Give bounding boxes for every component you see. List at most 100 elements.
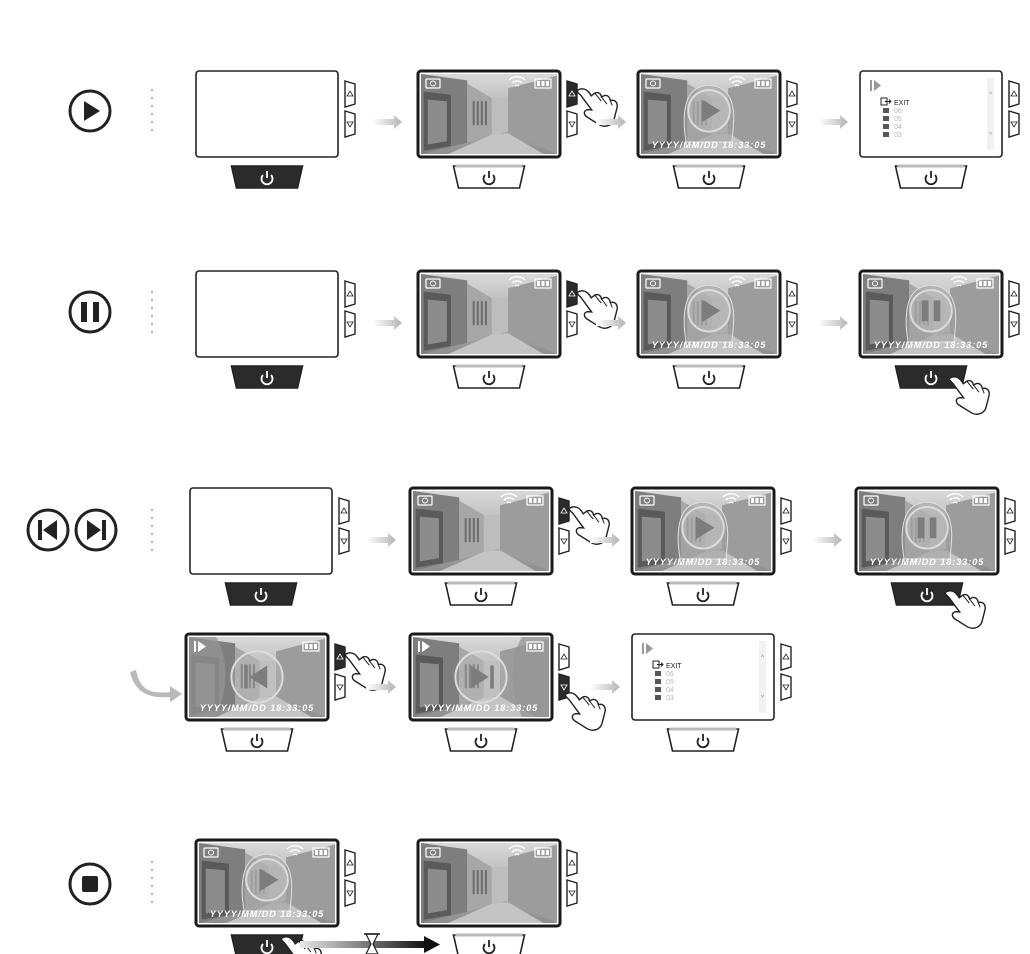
folder-icon[interactable]: [883, 132, 889, 137]
button-body[interactable]: [559, 498, 569, 524]
hand-outline: [565, 687, 608, 734]
down-button: [787, 311, 797, 337]
folder-label: 04: [666, 687, 674, 694]
power-button: [896, 166, 967, 188]
dot: [151, 323, 153, 325]
pointing-hand-icon: [565, 687, 608, 734]
button-body[interactable]: [1005, 528, 1015, 554]
power-button: [232, 166, 303, 188]
button-body[interactable]: [567, 850, 577, 876]
button-body[interactable]: [781, 674, 791, 700]
device-photo: [418, 271, 560, 357]
shop-window: [206, 869, 225, 914]
next-bar: [490, 665, 494, 688]
button-body[interactable]: [567, 311, 577, 337]
folder-icon[interactable]: [655, 679, 661, 684]
button-body[interactable]: [787, 311, 797, 337]
folder-icon[interactable]: [883, 116, 889, 121]
button-body[interactable]: [787, 111, 797, 137]
scrollbar-track[interactable]: [987, 78, 994, 150]
power-button: [232, 366, 303, 388]
battery-cell: [320, 850, 323, 855]
battery-cell: [542, 850, 545, 855]
button-body[interactable]: [1009, 111, 1019, 137]
flow-arrow: [818, 115, 848, 129]
button-body[interactable]: [345, 81, 355, 107]
battery-cell: [980, 498, 983, 503]
dot: [151, 901, 153, 903]
separator-dots: [151, 861, 153, 903]
button-body[interactable]: [335, 674, 345, 700]
window-column: [485, 870, 487, 894]
exit-label: EXIT: [894, 100, 910, 107]
button-body[interactable]: [567, 281, 577, 307]
button-body[interactable]: [345, 111, 355, 137]
button-body[interactable]: [335, 644, 345, 670]
folder-label: 05: [666, 679, 674, 686]
button-body[interactable]: [567, 81, 577, 107]
mode-bar: [870, 80, 872, 91]
folder-label: 04: [894, 124, 902, 131]
screen: YYYY/MM/DD 18:33:05: [199, 843, 335, 923]
battery-cell: [538, 644, 541, 649]
button-body[interactable]: [781, 528, 791, 554]
button-body[interactable]: [345, 311, 355, 337]
battery-cell: [979, 281, 982, 286]
button-body[interactable]: [339, 498, 349, 524]
button-body[interactable]: [781, 498, 791, 524]
separator-dots: [151, 509, 153, 551]
flow-arrow: [812, 533, 842, 547]
dot: [151, 541, 153, 543]
folder-label: 03: [666, 695, 674, 702]
battery-cell: [546, 850, 549, 855]
button-body[interactable]: [345, 880, 355, 906]
button-body[interactable]: [787, 281, 797, 307]
button-body[interactable]: [1009, 281, 1019, 307]
power-button: [454, 366, 525, 388]
shop-window: [428, 869, 447, 914]
down-button: [567, 880, 577, 906]
dot: [151, 129, 153, 131]
flow-arrow: [818, 316, 848, 330]
flow-arrow: [372, 316, 402, 330]
button-body[interactable]: [345, 850, 355, 876]
power-button: [222, 729, 293, 751]
dot: [151, 533, 153, 535]
battery-cell: [324, 850, 327, 855]
button-body[interactable]: [567, 111, 577, 137]
button-body[interactable]: [345, 281, 355, 307]
side-buttons: [345, 281, 355, 337]
folder-icon[interactable]: [883, 124, 889, 129]
up-button: [1009, 281, 1019, 307]
shop-window: [428, 300, 447, 345]
button-body[interactable]: [567, 880, 577, 906]
dot: [151, 307, 153, 309]
battery-cell: [537, 81, 540, 86]
battery-cell: [766, 81, 769, 86]
button-body[interactable]: [1009, 311, 1019, 337]
side-buttons: [335, 644, 345, 700]
circle-outline: [70, 292, 110, 332]
button-body[interactable]: [1009, 81, 1019, 107]
battery-cell: [310, 644, 313, 649]
button-body[interactable]: [1005, 498, 1015, 524]
folder-icon[interactable]: [655, 671, 661, 676]
button-body[interactable]: [781, 644, 791, 670]
battery-cell: [988, 281, 991, 286]
folder-icon[interactable]: [655, 695, 661, 700]
button-body[interactable]: [559, 528, 569, 554]
up-button: [345, 281, 355, 307]
folder-icon[interactable]: [655, 687, 661, 692]
button-body[interactable]: [559, 644, 569, 670]
dot: [151, 509, 153, 511]
battery-cell: [305, 644, 308, 649]
button-body[interactable]: [339, 528, 349, 554]
device-frame: [196, 271, 338, 357]
battery-cell: [757, 281, 760, 286]
button-body[interactable]: [787, 81, 797, 107]
scrollbar-track[interactable]: [759, 641, 766, 713]
folder-icon[interactable]: [883, 108, 889, 113]
dot: [151, 291, 153, 293]
mode-bar: [418, 641, 420, 652]
timestamp-label: YYYY/MM/DD 18:33:05: [424, 703, 539, 713]
